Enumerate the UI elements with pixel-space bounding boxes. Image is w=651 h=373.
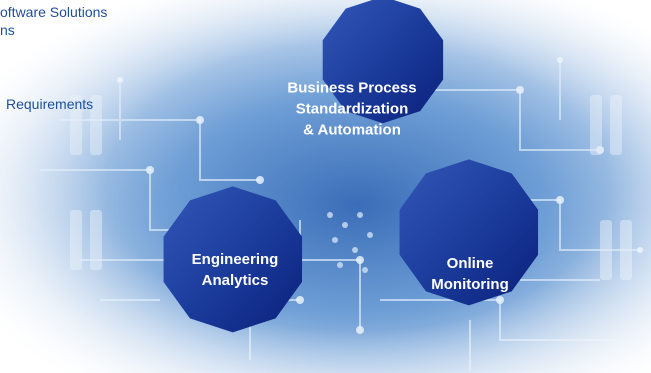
label-engineering-analytics-line1: Engineering: [191, 251, 279, 268]
label-engineering-analytics-line2: Analytics: [201, 272, 269, 289]
polygon-engineering-analytics: [163, 186, 303, 333]
label-business-process: Business Process Standardization & Autom…: [287, 78, 416, 141]
bullet-text-software-solutions: oftware Solutions: [0, 4, 108, 20]
label-online-monitoring: Online Monitoring: [431, 253, 508, 295]
label-online-monitoring-line2: Monitoring: [431, 276, 509, 293]
label-engineering-analytics: Engineering Analytics: [192, 249, 279, 291]
label-business-process-line1: Business Process: [287, 79, 417, 97]
bullet-text-requirements: Requirements: [6, 96, 94, 112]
bullet-text-fragment: ns: [0, 22, 15, 38]
polygon-business-process: [322, 0, 444, 124]
label-business-process-line2: Standardization: [295, 100, 409, 118]
polygon-online-monitoring: [399, 159, 539, 306]
label-online-monitoring-line1: Online: [446, 255, 494, 272]
label-business-process-line3: & Automation: [303, 121, 401, 139]
